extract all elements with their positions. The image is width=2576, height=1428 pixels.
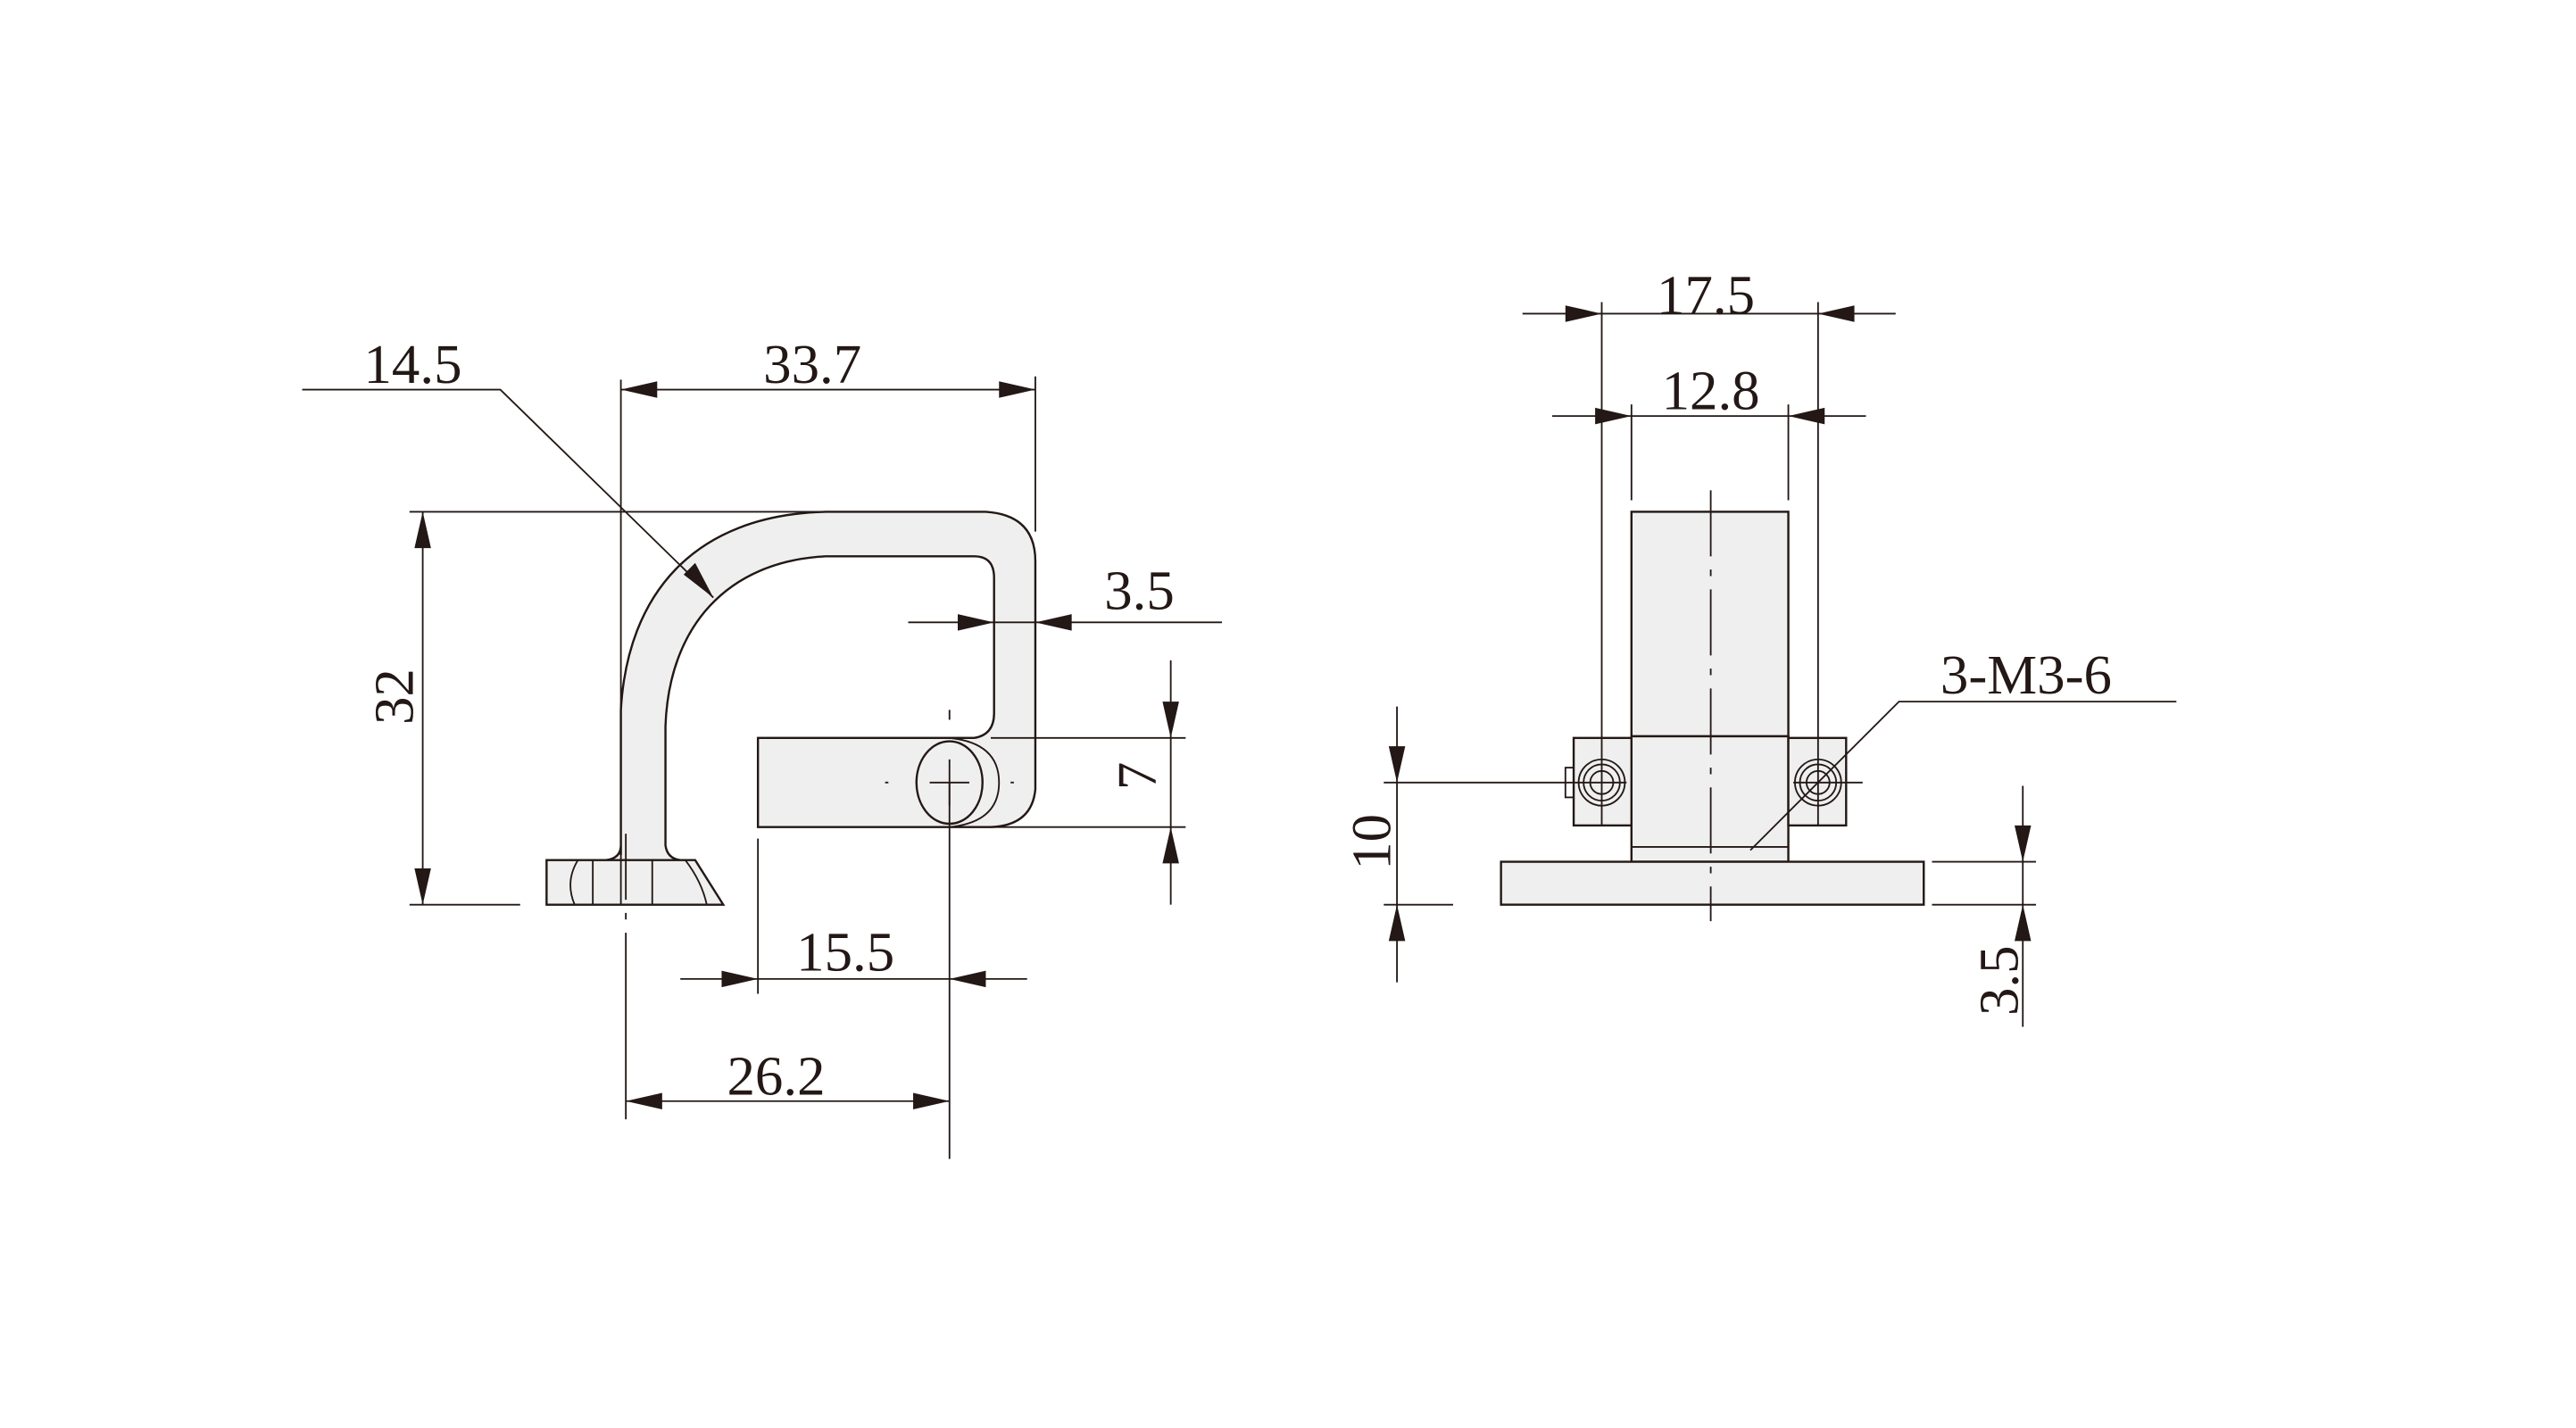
dim-hole-to-base: 26.2 xyxy=(727,1044,825,1107)
base-plate xyxy=(1500,860,1925,906)
dim-base-thickness: 3.5 xyxy=(1968,945,2031,1016)
dim-thickness: 3.5 xyxy=(1104,560,1175,622)
side-view: 33.7 14.5 32 3.5 7 15.5 26.2 xyxy=(302,333,1222,1159)
screw-callout: 3-M3-6 xyxy=(1940,643,2112,706)
dim-radius: 14.5 xyxy=(363,333,461,395)
front-view: 17.5 12.8 10 3.5 3-M3-6 xyxy=(1341,263,2177,1027)
dim-bar-height: 7 xyxy=(1106,762,1168,790)
dim-height: 32 xyxy=(362,668,425,725)
dim-hole-offset: 15.5 xyxy=(796,921,894,984)
dim-hole-height: 10 xyxy=(1341,814,1403,870)
dim-outer-width: 17.5 xyxy=(1657,263,1755,326)
base-foot xyxy=(545,859,726,906)
dim-inner-width: 12.8 xyxy=(1662,360,1760,422)
dim-width: 33.7 xyxy=(763,333,861,395)
